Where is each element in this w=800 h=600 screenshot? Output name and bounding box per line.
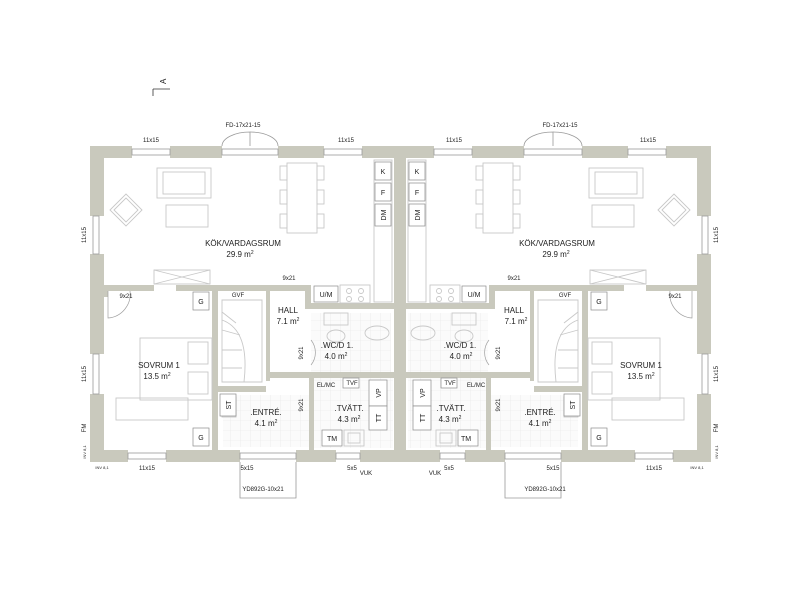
left-unit-room-labels: KÖK/VARDAGSRUM 29.9 m2 SOVRUM 1 13.5 m2 … — [138, 239, 363, 428]
label-inv-right-bottom: INV 8,1 — [690, 465, 704, 470]
room-area-entrance-left: 4.1 m2 — [255, 419, 278, 428]
fixture-tm-right: TM — [461, 436, 471, 443]
fixture-f-left: F — [381, 190, 385, 197]
label-5x15-right: 5x15 — [546, 466, 560, 472]
fixture-um-right: U/M — [468, 292, 481, 299]
label-5x15-left: 5x15 — [240, 466, 254, 472]
fixture-dm-right: DM — [415, 209, 422, 220]
label-fd-left: FD-17x21-15 — [225, 123, 261, 129]
room-name-hall-left: HALL — [278, 306, 299, 315]
fixture-g-right-bottom: G — [596, 435, 601, 442]
room-area-living-left: 29.9 m2 — [226, 250, 253, 259]
label-inv-left-side: INV 8,1 — [82, 445, 87, 459]
opening-labels: FD-17x21-15 FD-17x21-15 11x15 11x15 11x1… — [82, 123, 720, 493]
label-5x5-left: 5x5 — [347, 466, 357, 472]
fixture-tt-left: TT — [376, 413, 383, 422]
room-area-living-right: 29.9 m2 — [542, 250, 569, 259]
room-name-laundry-left: .TVÄTT. — [335, 404, 364, 413]
fixture-labels: K F DM K F DM U/M U/M G G G G GVF GVF ST… — [198, 169, 601, 443]
fixture-tvf-right: TVF — [444, 381, 456, 387]
fixture-um-left: U/M — [320, 292, 333, 299]
label-11x15-left-1: 11x15 — [82, 226, 88, 243]
label-inv-left-bottom: INV 8,1 — [95, 465, 109, 470]
label-11x15-top-3: 11x15 — [446, 138, 463, 144]
label-entry-door-left: YD892G-10x21 — [242, 487, 284, 493]
fixture-st-right: ST — [570, 400, 577, 410]
label-9x21-1: 9x21 — [119, 294, 133, 300]
label-entry-door-right: YD892G-10x21 — [524, 487, 566, 493]
fixture-tvf-left: TVF — [346, 381, 358, 387]
right-unit-room-labels: KÖK/VARDAGSRUM 29.9 m2 SOVRUM 1 13.5 m2 … — [437, 239, 663, 428]
fixture-elmc-left: EL/MC — [317, 383, 336, 389]
interior-walls — [104, 285, 697, 450]
fixture-vp-left: VP — [376, 388, 383, 398]
label-11x15-top-1: 11x15 — [143, 138, 160, 144]
label-vuk-right: VUK — [429, 471, 441, 477]
north-arrow-label: A — [159, 78, 168, 84]
label-11x15-top-4: 11x15 — [640, 138, 657, 144]
room-name-wc-left: .WC/D 1. — [321, 341, 353, 350]
room-area-bedroom-right: 13.5 m2 — [627, 372, 654, 381]
label-11x15-bottom-2: 11x15 — [646, 466, 663, 472]
fixture-tt-right: TT — [420, 413, 427, 422]
label-9x21-8: 9x21 — [496, 398, 502, 412]
exterior-walls — [90, 146, 711, 462]
terrace-doors — [221, 131, 583, 156]
fixture-vp-right: VP — [420, 388, 427, 398]
entrance-doors — [239, 452, 562, 499]
room-name-bedroom-right: SOVRUM 1 — [620, 361, 662, 370]
fixture-f-right: F — [415, 190, 419, 197]
room-area-laundry-right: 4.3 m2 — [439, 415, 462, 424]
label-11x15-right-2: 11x15 — [714, 365, 720, 382]
fixture-k-right: K — [415, 169, 420, 176]
room-name-bedroom-left: SOVRUM 1 — [138, 361, 180, 370]
label-9x21-6: 9x21 — [496, 346, 502, 360]
label-11x15-right-1: 11x15 — [714, 226, 720, 243]
fixture-g-right-top: G — [596, 299, 601, 306]
fixture-g-left-bottom: G — [198, 435, 203, 442]
label-inv-right-side: INV 8,1 — [714, 445, 719, 459]
room-area-wc-right: 4.0 m2 — [450, 352, 473, 361]
fixture-gvf-right: GVF — [559, 293, 572, 299]
room-name-living-left: KÖK/VARDAGSRUM — [205, 239, 281, 248]
room-area-hall-left: 7.1 m2 — [277, 317, 300, 326]
fixture-elmc-right: EL/MC — [467, 383, 486, 389]
room-area-hall-right: 7.1 m2 — [505, 317, 528, 326]
fixture-st-left: ST — [226, 400, 233, 410]
right-unit-furniture — [407, 159, 691, 447]
room-area-entrance-right: 4.1 m2 — [529, 419, 552, 428]
room-area-bedroom-left: 13.5 m2 — [143, 372, 170, 381]
label-11x15-bottom-1: 11x15 — [139, 466, 156, 472]
label-11x15-left-2: 11x15 — [82, 365, 88, 382]
label-9x21-5: 9x21 — [299, 346, 305, 360]
door-swings — [107, 290, 693, 366]
fixture-dm-left: DM — [381, 209, 388, 220]
room-area-wc-left: 4.0 m2 — [325, 352, 348, 361]
label-9x21-2: 9x21 — [282, 276, 296, 282]
label-fm-left: FM — [82, 424, 88, 433]
north-arrow: A — [152, 78, 170, 96]
label-9x21-7: 9x21 — [299, 398, 305, 412]
room-name-laundry-right: .TVÄTT. — [437, 404, 466, 413]
room-name-wc-right: .WC/D 1. — [444, 341, 476, 350]
label-fd-right: FD-17x21-15 — [542, 123, 578, 129]
room-name-living-right: KÖK/VARDAGSRUM — [519, 239, 595, 248]
label-9x21-4: 9x21 — [668, 294, 682, 300]
fixture-tm-left: TM — [327, 436, 337, 443]
fixture-boxes — [192, 161, 608, 447]
fixture-g-left-top: G — [198, 299, 203, 306]
label-9x21-3: 9x21 — [507, 276, 521, 282]
room-area-laundry-left: 4.3 m2 — [338, 415, 361, 424]
room-name-hall-right: HALL — [504, 306, 525, 315]
label-11x15-top-2: 11x15 — [338, 138, 355, 144]
fixture-k-left: K — [381, 169, 386, 176]
label-5x5-right: 5x5 — [444, 466, 454, 472]
fixture-gvf-left: GVF — [232, 293, 245, 299]
room-name-entrance-right: .ENTRÉ. — [524, 408, 556, 417]
label-fm-right: FM — [714, 424, 720, 433]
room-name-entrance-left: .ENTRÉ. — [250, 408, 282, 417]
windows — [92, 148, 709, 460]
label-vuk-left: VUK — [360, 471, 372, 477]
